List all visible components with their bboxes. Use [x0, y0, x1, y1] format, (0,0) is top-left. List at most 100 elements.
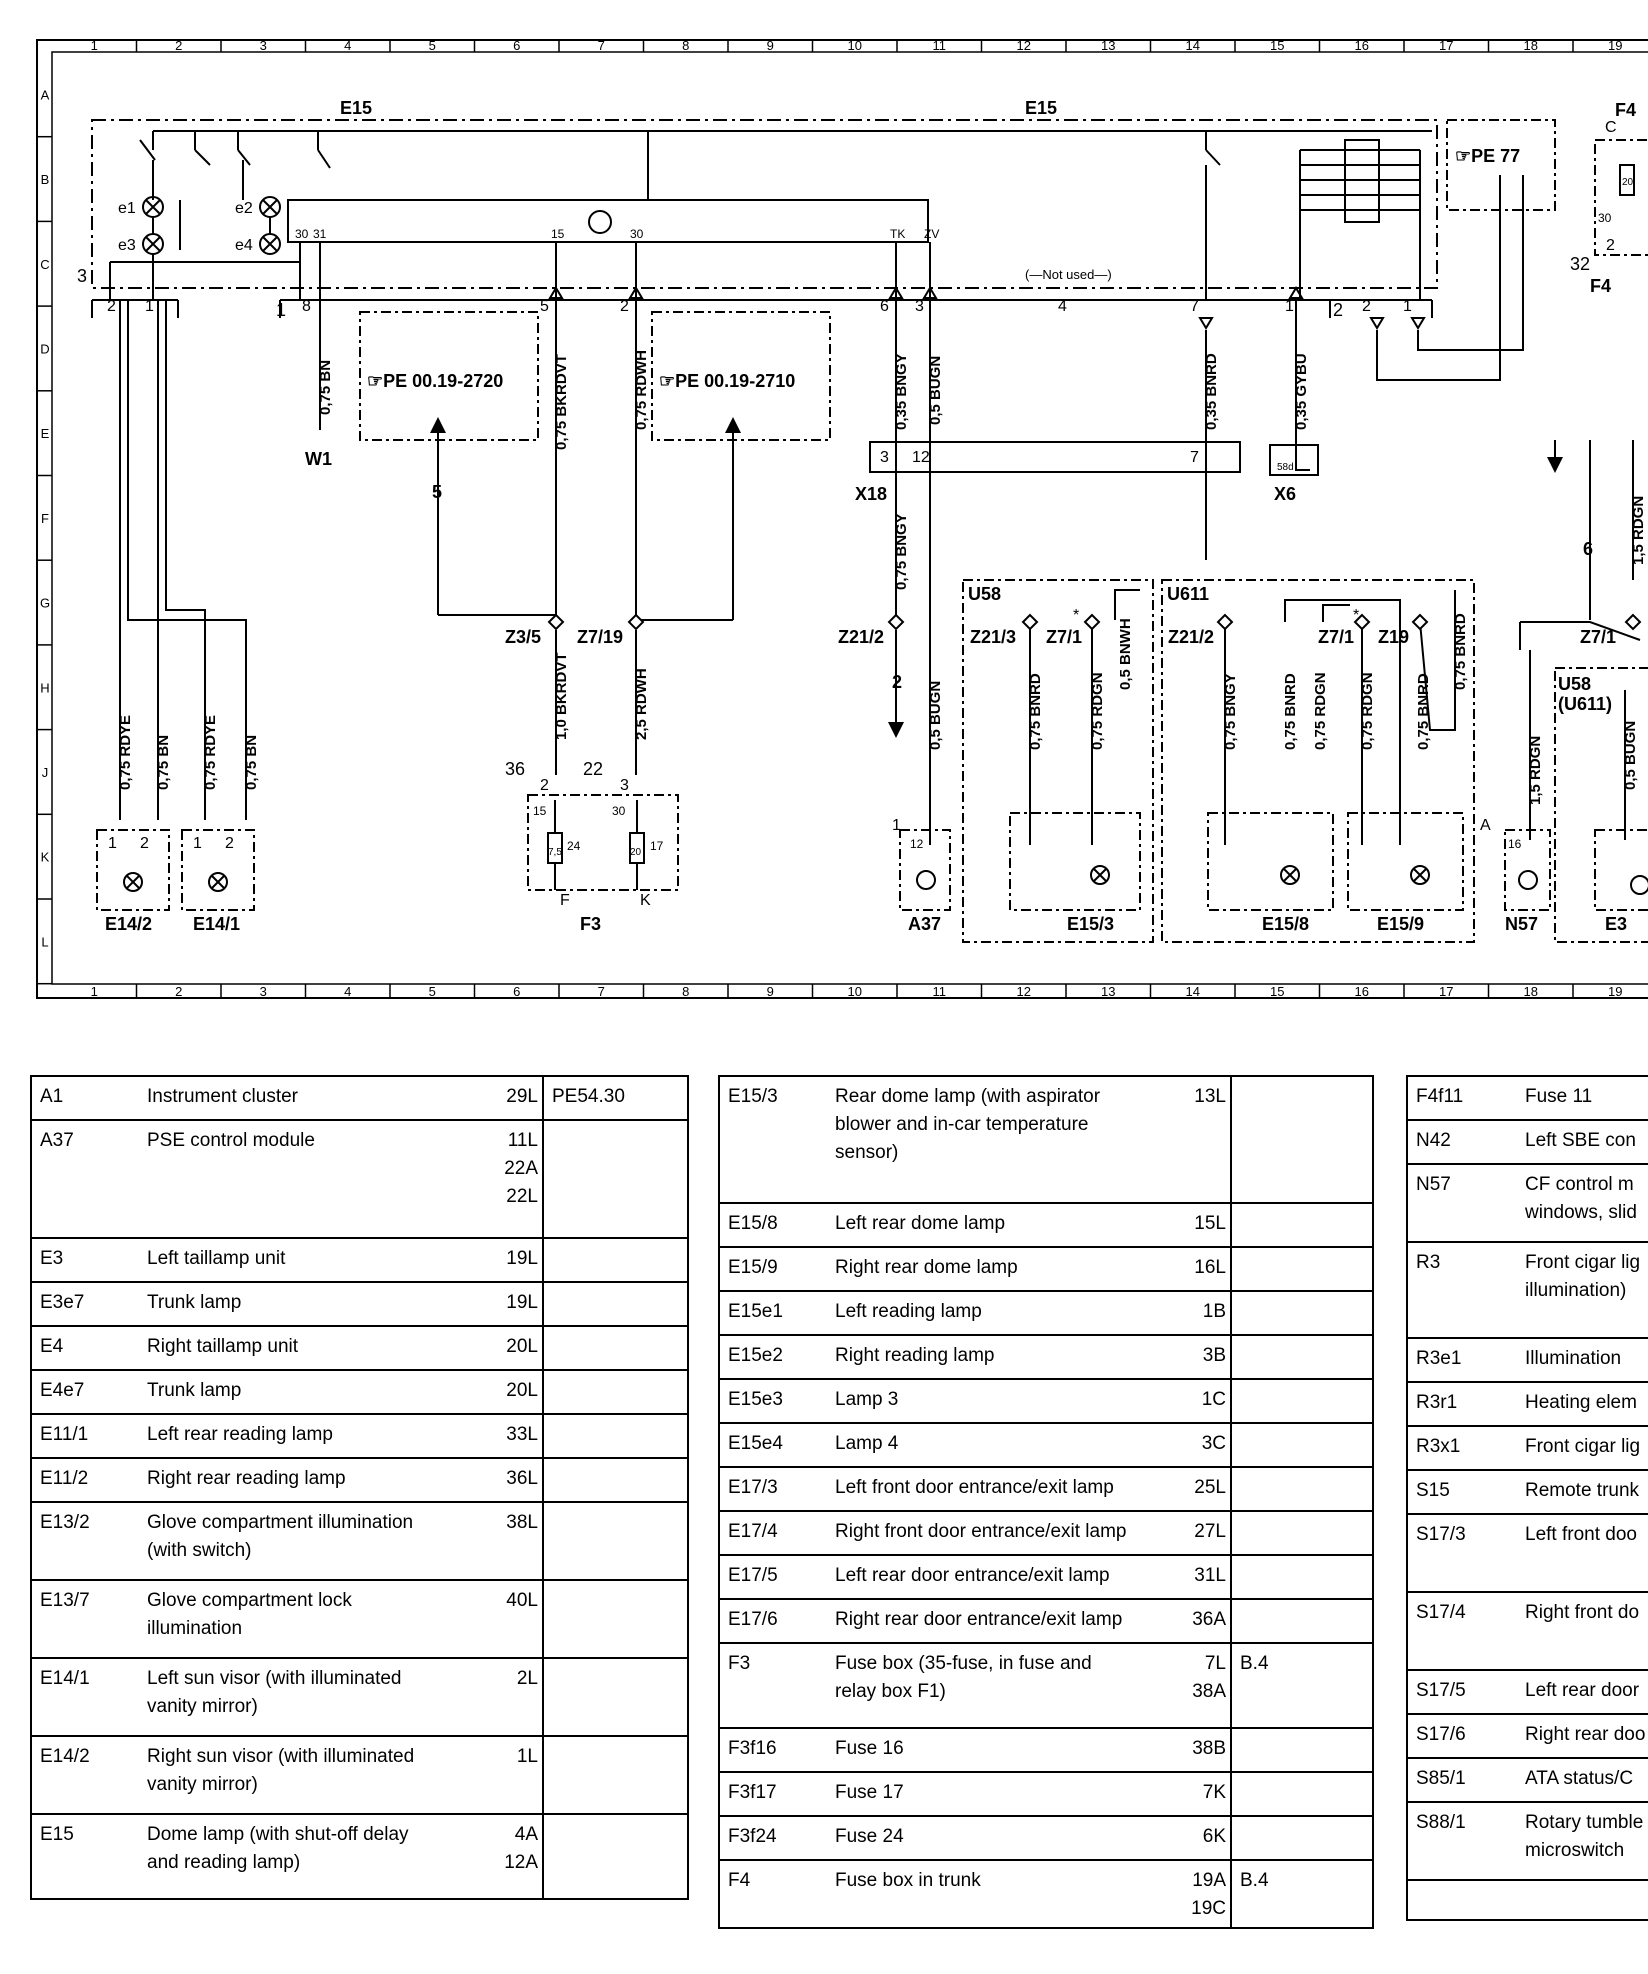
f4-pin-c: C — [1605, 119, 1617, 136]
x6-connector — [1269, 444, 1319, 476]
legend-reference — [1230, 1771, 1374, 1817]
ref-pe-2720[interactable]: ☞PE 00.19-2720 — [367, 371, 503, 391]
e14-2-pin-2: 2 — [140, 835, 149, 852]
row-letter: F — [41, 511, 49, 526]
row-letter: B — [41, 172, 50, 187]
legend-code: E11/1 — [30, 1413, 139, 1459]
f3-fuse-24: 24 — [567, 839, 581, 853]
legend-description: Front cigar lig — [1517, 1425, 1648, 1471]
arrow-number-6: 6 — [1583, 539, 1593, 559]
legend-description: CF control m windows, slid — [1517, 1163, 1648, 1243]
column-number: 13 — [1101, 984, 1115, 999]
legend-code: N42 — [1406, 1119, 1517, 1165]
legend-location: 1C — [1167, 1378, 1232, 1424]
wire-u611-rdgn: 0,75 RDGN — [1312, 672, 1329, 750]
legend-reference — [1230, 1202, 1374, 1248]
legend-code: E3 — [30, 1237, 139, 1283]
lamp-label-e1: e1 — [118, 200, 136, 217]
f3-pin-f: F — [560, 892, 570, 909]
legend-reference — [542, 1281, 689, 1327]
e14-1-pin-2: 2 — [225, 835, 234, 852]
legend-description: Left SBE con — [1517, 1119, 1648, 1165]
a37-pin-12: 12 — [910, 837, 924, 851]
legend-description: Fuse 16 — [827, 1727, 1167, 1773]
arrow-number-2: 2 — [892, 672, 902, 692]
legend-code: F4f11 — [1406, 1075, 1517, 1121]
e14-2-box — [96, 829, 170, 911]
wire-bn-w1: 0,75 BN — [317, 360, 334, 415]
legend-location: 33L — [479, 1413, 544, 1459]
f4-pin-20: 20 — [1622, 177, 1634, 188]
legend-code: E17/3 — [718, 1466, 827, 1512]
f3-box — [527, 794, 679, 891]
legend-reference — [1230, 1598, 1374, 1644]
legend-code: S17/3 — [1406, 1513, 1517, 1593]
e15-9-box — [1347, 812, 1464, 911]
label-x6: X6 — [1274, 484, 1296, 504]
lamp-e15-3 — [1090, 865, 1110, 885]
wire-u58-bnwh: 0,5 BNWH — [1117, 618, 1134, 690]
column-number: 18 — [1524, 984, 1538, 999]
legend-location: 19A 19C — [1167, 1859, 1232, 1929]
pin-4: 4 — [1058, 298, 1067, 315]
legend-description: Rotary tumble microswitch — [1517, 1801, 1648, 1881]
legend-description: Left front doo — [1517, 1513, 1648, 1593]
legend-location: 1L — [479, 1735, 544, 1815]
legend-code: F3f16 — [718, 1727, 827, 1773]
connector-z21-2: Z21/2 — [838, 627, 884, 647]
wire-bkrdvt-bot: 1,0 BKRDVT — [553, 652, 570, 740]
legend-description: Right reading lamp — [827, 1334, 1167, 1380]
column-number: 7 — [598, 984, 605, 999]
label-f3: F3 — [580, 914, 601, 934]
wire-bngy-top: 0,35 BNGY — [893, 353, 910, 430]
legend-reference — [542, 1237, 689, 1283]
legend-location: 11L 22A 22L — [479, 1119, 544, 1239]
label-e15-3: E15/3 — [1067, 914, 1114, 934]
arrow-number-5: 5 — [432, 482, 442, 502]
row-letter: E — [41, 426, 50, 441]
legend-location: 3B — [1167, 1334, 1232, 1380]
pin-2b: 2 — [620, 298, 629, 315]
row-letter: J — [42, 765, 49, 780]
legend-code: R3r1 — [1406, 1381, 1517, 1427]
pin-3b: 3 — [915, 298, 924, 315]
e3-box — [1594, 829, 1648, 911]
legend-code: E13/2 — [30, 1501, 139, 1581]
legend-code: E11/2 — [30, 1457, 139, 1503]
legend-location: 38B — [1167, 1727, 1232, 1773]
wire-u611-bngy: 0,75 BNGY — [1222, 673, 1239, 750]
x18-pin-3: 3 — [880, 449, 889, 466]
legend-description: Trunk lamp — [139, 1369, 479, 1415]
legend-code — [1406, 1879, 1517, 1921]
wire-bugn-bot: 0,5 BUGN — [927, 681, 944, 750]
legend-location: 38L — [479, 1501, 544, 1581]
term-zv: ZV — [924, 227, 939, 241]
ref-pe-77[interactable]: ☞PE 77 — [1455, 146, 1520, 166]
legend-code: S15 — [1406, 1469, 1517, 1515]
lamp-label-e4: e4 — [235, 237, 253, 254]
switch-e4 — [317, 131, 331, 169]
label-u58-u611: U58(U611) — [1558, 674, 1612, 714]
legend-description: Right sun visor (with illuminated vanity… — [139, 1735, 479, 1815]
label-x18: X18 — [855, 484, 887, 504]
ref-pe-2710[interactable]: ☞PE 00.19-2710 — [659, 371, 795, 391]
legend-description: Fuse box in trunk — [827, 1859, 1167, 1929]
f3-pin-30: 30 — [612, 804, 626, 818]
column-number: 4 — [344, 984, 351, 999]
column-number: 6 — [513, 38, 520, 53]
x18-connector — [869, 441, 1241, 473]
legend-code: A1 — [30, 1075, 139, 1121]
